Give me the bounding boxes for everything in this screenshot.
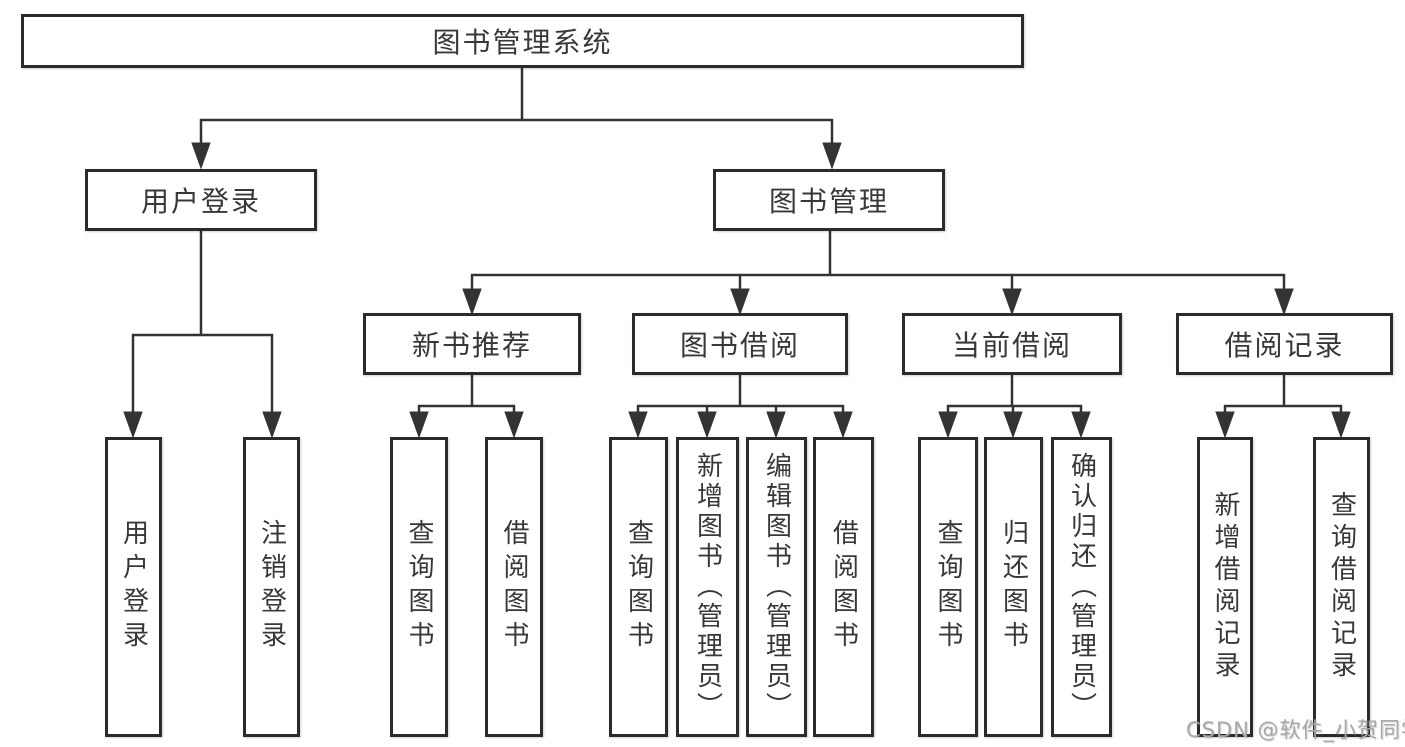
node-current-borrowing: 当前借阅 [902,313,1122,375]
node-book-borrowing: 图书借阅 [632,313,848,375]
node-book-borrowing-label: 图书借阅 [679,329,800,362]
leaf-edit-books-admin: 编辑图书（管理员） [746,437,807,737]
leaf-query-books-borrow: 查询图书 [609,437,668,737]
leaf-logout: 注销登录 [243,437,300,737]
leaf-return-books: 归还图书 [984,437,1043,737]
leaf-label: 查询图书 [933,519,963,655]
leaf-add-books-admin: 新增图书（管理员） [676,437,739,737]
node-user-login-label: 用户登录 [140,185,261,218]
watermark: CSDN @软件_小贺同学 [1186,718,1405,742]
leaf-label: 查询借阅记录 [1326,491,1357,683]
leaf-label: 新增借阅记录 [1210,491,1240,683]
leaf-query-borrow-record: 查询借阅记录 [1313,437,1370,737]
node-new-book-recommend-label: 新书推荐 [411,329,532,362]
leaf-label: 新增图书（管理员） [692,452,723,722]
node-root-label: 图书管理系统 [432,26,613,59]
node-book-management: 图书管理 [713,169,945,231]
leaf-query-books-recommend: 查询图书 [390,437,448,737]
leaf-add-borrow-record: 新增借阅记录 [1197,437,1253,737]
leaf-label: 归还图书 [998,519,1029,655]
node-root: 图书管理系统 [21,14,1024,68]
leaf-label: 查询图书 [623,519,654,655]
leaf-borrow-books-recommend: 借阅图书 [485,437,543,737]
leaf-query-books-current: 查询图书 [918,437,978,737]
leaf-label: 借阅图书 [499,519,529,655]
leaf-label: 用户登录 [118,519,149,655]
node-borrow-records: 借阅记录 [1176,313,1393,375]
leaf-label: 查询图书 [404,519,434,655]
leaf-label: 借阅图书 [828,519,859,655]
node-borrow-records-label: 借阅记录 [1224,329,1345,362]
node-book-management-label: 图书管理 [768,185,889,218]
node-user-login: 用户登录 [85,169,317,231]
leaf-label: 注销登录 [256,519,287,655]
leaf-label: 确认归还（管理员） [1066,452,1097,722]
leaf-borrow-books: 借阅图书 [813,437,874,737]
leaf-confirm-return-admin: 确认归还（管理员） [1051,437,1112,737]
node-new-book-recommend: 新书推荐 [363,313,581,375]
leaf-user-login: 用户登录 [105,437,162,737]
node-current-borrowing-label: 当前借阅 [951,329,1072,362]
leaf-label: 编辑图书（管理员） [761,452,792,722]
